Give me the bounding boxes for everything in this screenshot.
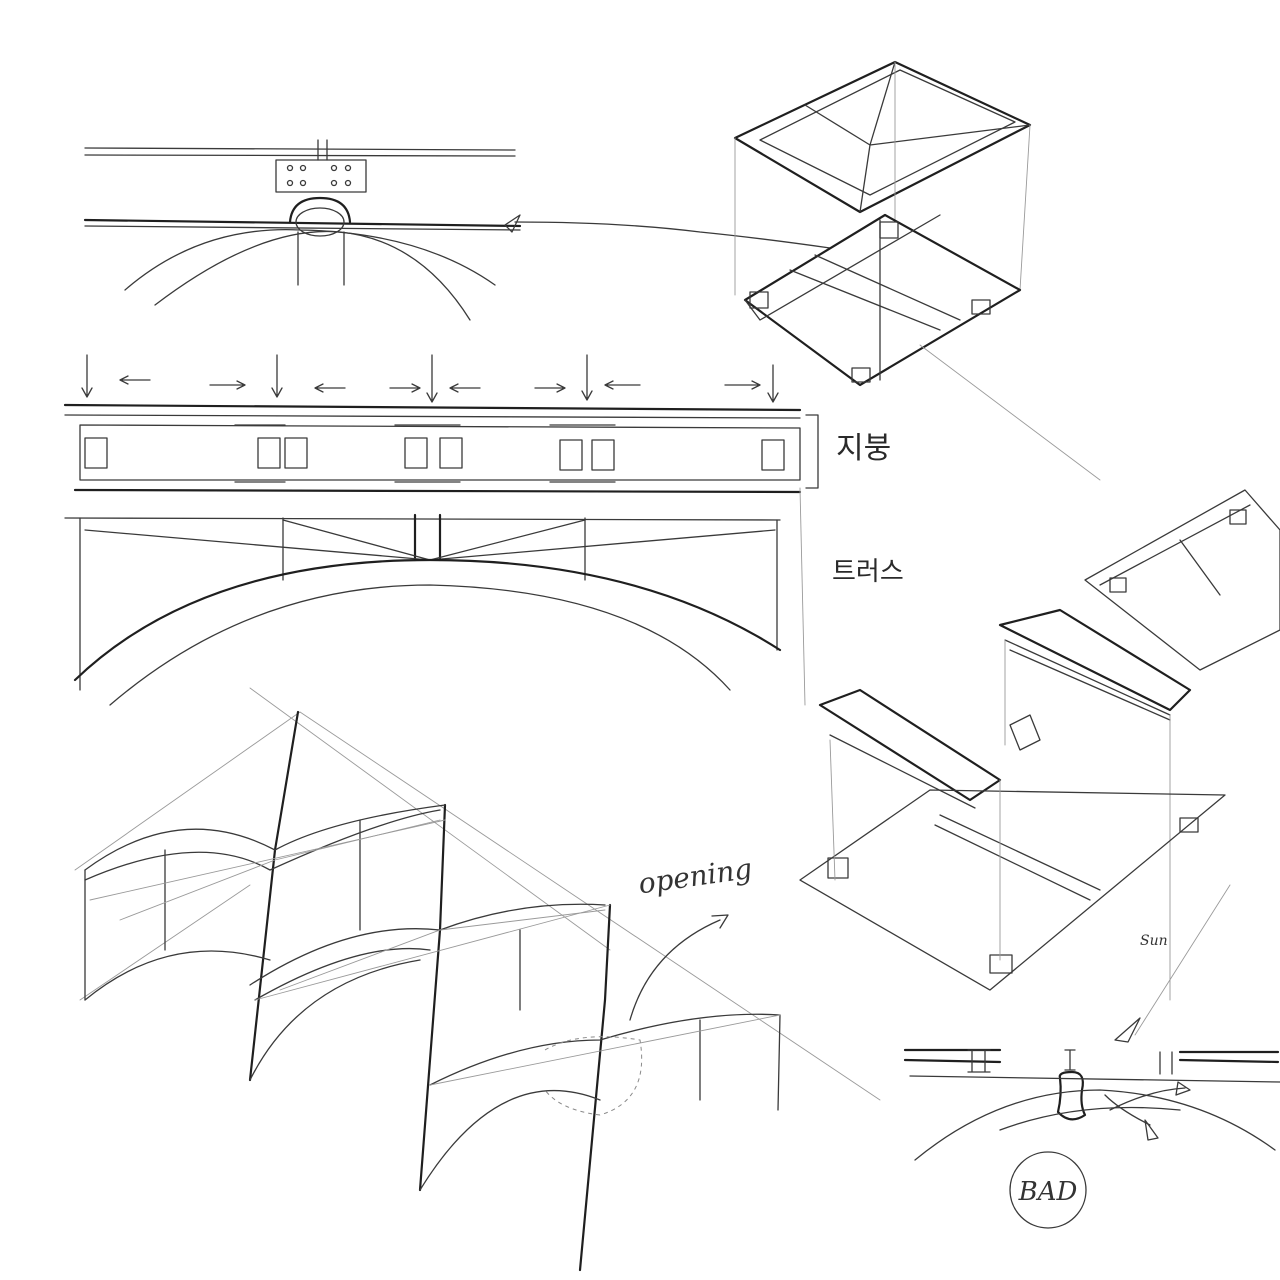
arrow-icon [1114, 1017, 1141, 1043]
joint-block [1179, 817, 1199, 833]
joint-block [851, 367, 871, 383]
bad-stamp [1009, 1151, 1087, 1229]
horizontal-arrow-icon [119, 375, 761, 393]
bad-label: BAD [1018, 1177, 1078, 1207]
bolt-holes [286, 164, 352, 187]
down-arrow-icon [81, 354, 779, 403]
exploded-isometric [799, 489, 1280, 1001]
joint-block [1109, 577, 1127, 593]
beam-connections [84, 424, 785, 483]
roof-label: 지붕 [836, 431, 891, 466]
joint-block [1229, 509, 1247, 525]
opening-label: opening [636, 852, 754, 901]
roof-truss-elevation [63, 354, 819, 706]
truss-label: 트러스 [832, 557, 904, 587]
sun-label: Sun [1140, 933, 1168, 949]
joint-block [749, 291, 769, 309]
isometric-truss-frame [74, 687, 881, 1272]
bolt-plate [275, 159, 367, 193]
sun-connection-detail [903, 884, 1280, 1229]
arrow-icon [504, 214, 521, 233]
joint-block [971, 299, 991, 315]
joint-block [989, 954, 1013, 974]
connection-detail [83, 139, 831, 321]
joint-block [879, 221, 899, 239]
joint-block [827, 857, 849, 879]
isometric-roof-box [733, 60, 1101, 481]
